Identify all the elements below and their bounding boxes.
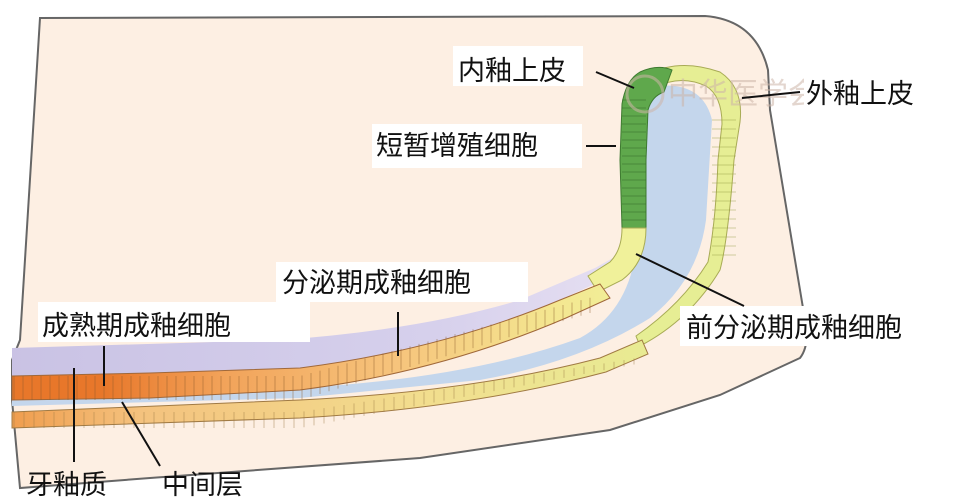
watermark-text: 中华医学会 bbox=[668, 77, 818, 112]
outer-enamel-epithelium bbox=[635, 64, 742, 347]
outer-epithelium-band bbox=[11, 339, 649, 429]
leader-outer-enamel-epithelium bbox=[741, 91, 801, 99]
label-inner-enamel-epithelium: 内釉上皮 bbox=[458, 56, 566, 87]
enamel-matrix-band bbox=[12, 254, 625, 382]
label-secretory-ameloblasts: 分泌期成釉细胞 bbox=[282, 268, 471, 299]
cell-boundaries bbox=[13, 99, 736, 428]
leader-inner-enamel-epithelium bbox=[595, 71, 635, 89]
label-presecretory-ameloblasts: 前分泌期成釉细胞 bbox=[686, 313, 902, 344]
watermark-seal-icon bbox=[625, 74, 665, 114]
leader-stratum-intermedium bbox=[121, 401, 161, 467]
label-maturation-ameloblasts: 成熟期成釉细胞 bbox=[42, 311, 231, 342]
label-stratum-intermedium: 中间层 bbox=[162, 470, 243, 501]
label-transit-amplifying-cells: 短暂增殖细胞 bbox=[376, 131, 538, 162]
leader-presecretory-ameloblasts bbox=[635, 253, 745, 307]
watermark: 中华医学会 bbox=[625, 74, 818, 114]
label-enamel-matrix: 牙釉质 bbox=[26, 470, 107, 501]
label-outer-enamel-epithelium: 外釉上皮 bbox=[806, 79, 914, 110]
